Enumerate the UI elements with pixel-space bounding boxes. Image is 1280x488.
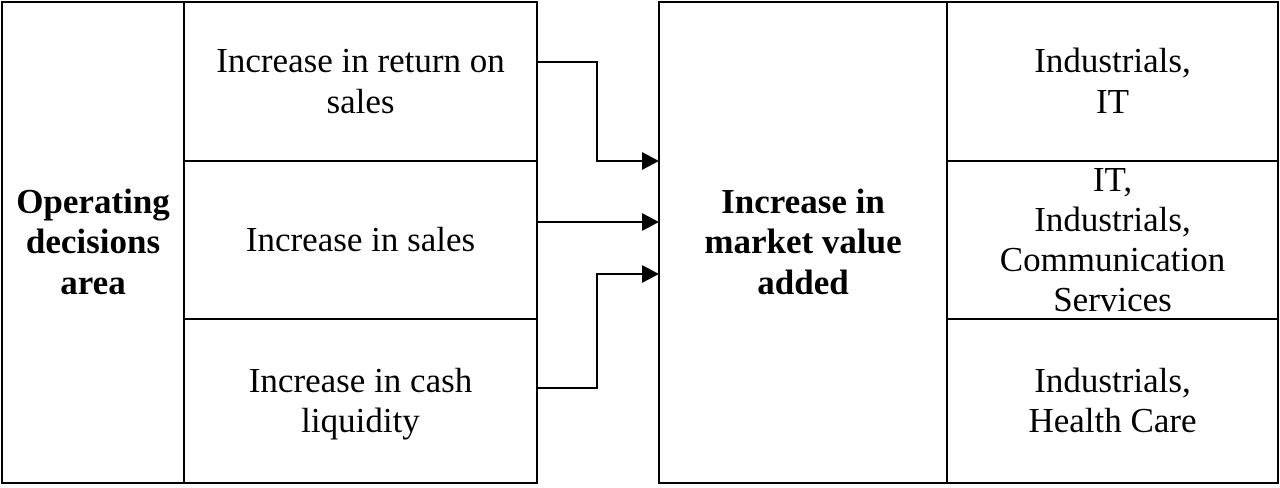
factor-cell-return-on-sales: Increase in return on sales: [185, 3, 536, 162]
sectors-cell-row2: IT, Industrials, Communication Services: [948, 160, 1277, 320]
arrowhead-cash-liquidity-icon: [642, 265, 659, 283]
market-value-added-box: Increase in market value added: [658, 1, 948, 484]
arrowhead-sales-icon: [642, 213, 659, 231]
market-value-added-label: Increase in market value added: [704, 182, 902, 302]
sectors-cell-row3: Industrials, Health Care: [1028, 360, 1197, 440]
operating-decisions-label: Operating decisions area: [3, 3, 185, 482]
factor-cell-cash-liquidity: Increase in cash liquidity: [248, 360, 473, 440]
factor-cell-sales: Increase in sales: [185, 162, 536, 320]
operating-decisions-table: Operating decisions area Increase in ret…: [1, 1, 538, 484]
sectors-table: Industrials, IT IT, Industrials, Communi…: [946, 1, 1279, 484]
sectors-cell-row1: Industrials, IT: [948, 3, 1277, 162]
arrow-cash-liquidity-line: [538, 273, 644, 389]
arrowhead-return-on-sales-icon: [642, 152, 659, 170]
arrow-return-on-sales-line: [538, 61, 644, 162]
